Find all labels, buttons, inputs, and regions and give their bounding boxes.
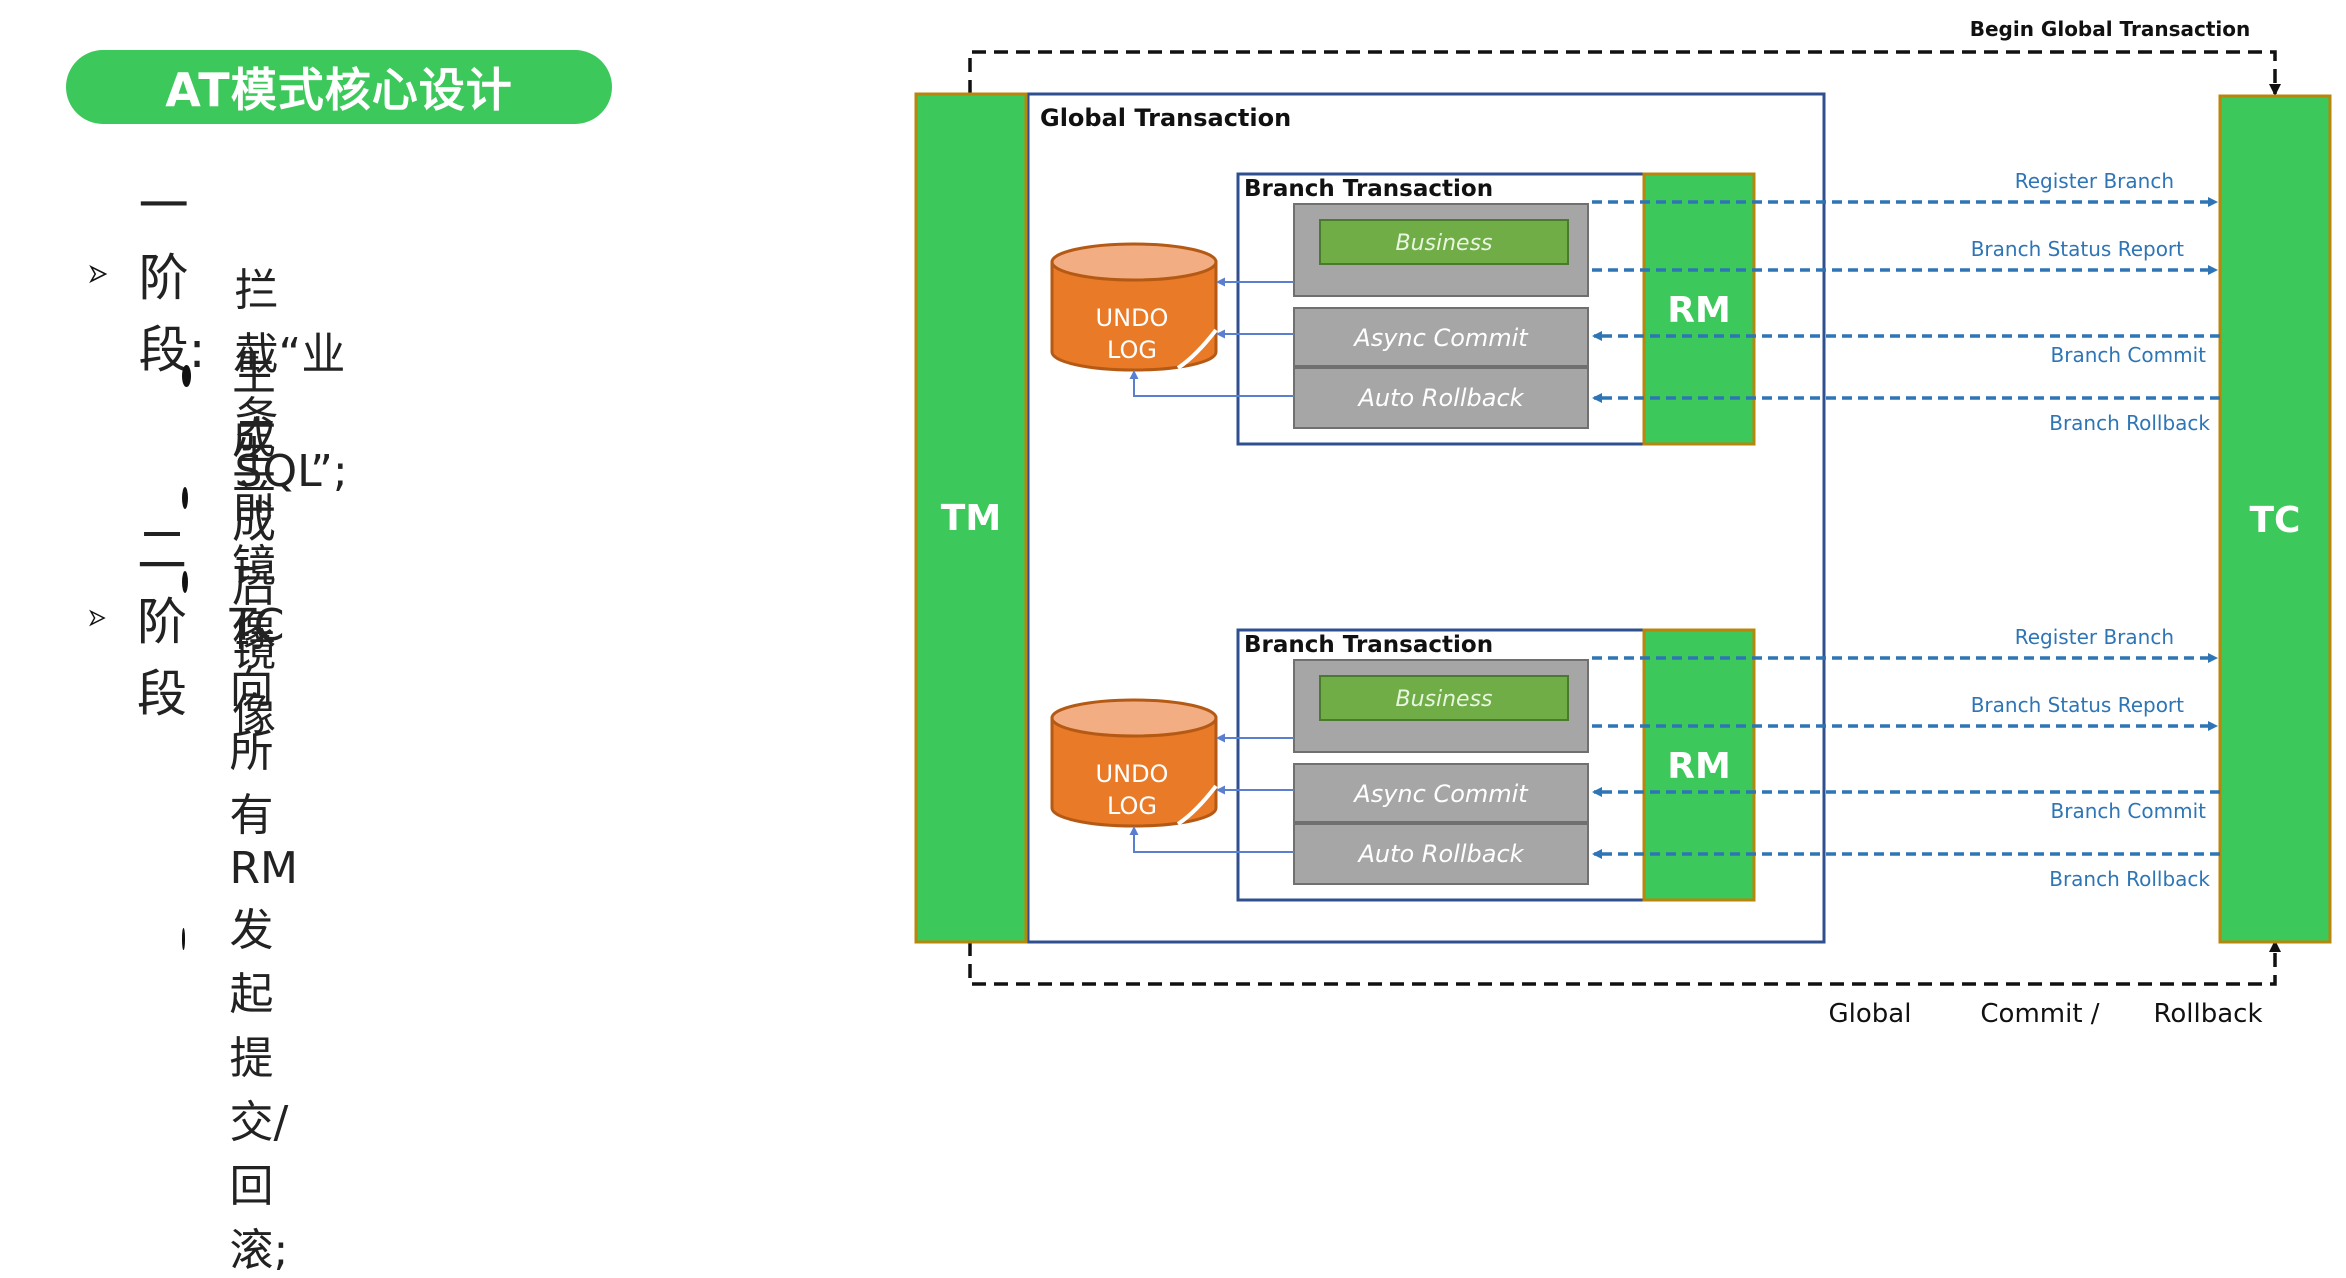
rollback-to-undo-arrow [1129, 826, 1294, 853]
outline-text: 生成后镜像 [232, 433, 276, 740]
arrow-bullet-icon [89, 264, 108, 284]
tc-label: TC [2250, 500, 2301, 541]
outline-item-phase1: 一阶段: [88, 166, 225, 382]
outline-item-after-image: 生成后镜像 [182, 422, 292, 742]
undo-log-label-line2: LOG [1107, 792, 1157, 820]
register-branch-label: Register Branch [2015, 169, 2174, 193]
auto-rollback-box [1293, 823, 1589, 885]
undo-log-cylinder: UNDO LOG [1050, 698, 1218, 828]
rollback-to-undo-arrow [1129, 370, 1294, 397]
bullet-dot-icon [182, 487, 188, 509]
async-commit-label: Async Commit [1352, 324, 1529, 352]
business-box [1319, 219, 1569, 265]
global-transaction-label: Global Transaction [1040, 104, 1291, 132]
outline-item-before-image: 生成前镜像 [182, 338, 292, 658]
async-commit-box [1293, 763, 1589, 823]
business-label: Business [1395, 231, 1492, 256]
bullet-dot-icon [182, 571, 188, 593]
outline-text: 二阶段 [136, 521, 187, 723]
auto-rollback-label: Auto Rollback [1356, 840, 1524, 868]
bullet-dot-icon [182, 928, 186, 950]
branch-status-report-label: Branch Status Report [1971, 693, 2184, 717]
bullet-dot-icon [182, 364, 191, 387]
branch-status-report-label: Branch Status Report [1971, 237, 2184, 261]
begin-global-transaction-label: Begin Global Transaction [1970, 17, 2251, 41]
outline-text: 拦截“业务 SQL”; [234, 265, 348, 497]
undo-log-label-line1: UNDO [1096, 304, 1169, 332]
bottom-label-rollback: Rollback [2153, 999, 2262, 1029]
branch-transaction-1: Branch Transaction Business Async Commit… [1050, 169, 2220, 446]
branch-transaction-label: Branch Transaction [1244, 632, 1493, 658]
begin-global-transaction-line [968, 50, 2281, 96]
business-box [1319, 675, 1569, 721]
global-commit-rollback-line [968, 940, 2281, 986]
register-branch-label: Register Branch [2015, 625, 2174, 649]
branch-commit-label: Branch Commit [2051, 343, 2207, 367]
at-mode-diagram: Begin Global Transaction Global Commit /… [914, 17, 2332, 1029]
tc-block [2218, 94, 2332, 944]
undo-log-label-line1: UNDO [1096, 760, 1169, 788]
outline-item-phase2: 二阶段 [88, 510, 208, 726]
tm-block [914, 92, 1028, 944]
undo-log-cylinder: UNDO LOG [1050, 242, 1218, 372]
branch-commit-label: Branch Commit [2051, 799, 2207, 823]
outline-text: 生成前镜像 [232, 349, 276, 656]
branch-rollback-label: Branch Rollback [2049, 867, 2210, 891]
branch-rollback-label: Branch Rollback [2049, 411, 2210, 435]
rm-label: RM [1667, 746, 1731, 787]
tm-label: TM [941, 498, 1001, 539]
arrow-bullet-icon [89, 609, 106, 627]
slide-title: AT模式核心设计 [66, 50, 612, 124]
auto-rollback-box [1293, 367, 1589, 429]
auto-rollback-label: Auto Rollback [1356, 384, 1524, 412]
outline-text: 一阶段: [138, 177, 206, 379]
rm-label: RM [1667, 290, 1731, 331]
async-commit-box [1293, 307, 1589, 367]
branch-transaction-label: Branch Transaction [1244, 176, 1493, 202]
outline-item-intercept: 拦截“业务 SQL”; [182, 254, 361, 497]
bottom-label-commit: Commit / [1980, 999, 2099, 1029]
bottom-label-global: Global [1829, 999, 1912, 1029]
undo-log-label-line2: LOG [1107, 336, 1157, 364]
business-label: Business [1395, 687, 1492, 712]
async-commit-label: Async Commit [1352, 780, 1529, 808]
branch-transaction-2: Branch Transaction Business Async Commit… [1050, 625, 2220, 902]
